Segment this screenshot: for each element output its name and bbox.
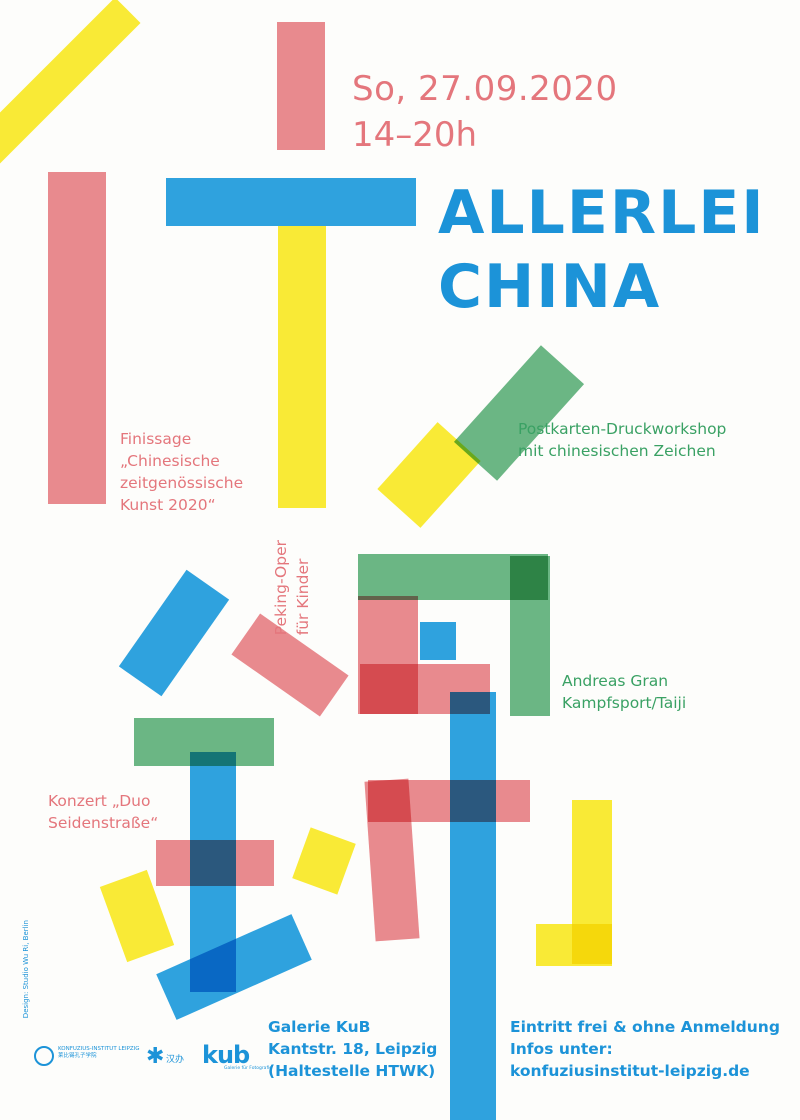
admission-info: Eintritt frei & ohne Anmeldung Infos unt… (510, 1016, 780, 1082)
venue-line: Kantstr. 18, Leipzig (268, 1040, 438, 1058)
program-postkarten: Postkarten-Druckworkshop mit chinesische… (518, 418, 726, 462)
finissage-line: zeitgenössische (120, 474, 244, 492)
info-line: Eintritt frei & ohne Anmeldung (510, 1018, 780, 1036)
pink-top-stroke (277, 22, 325, 150)
hanban-logo-text: 汉办 (166, 1055, 185, 1065)
kub-logo-mark: kub (202, 1041, 250, 1069)
kub-logo-subtitle: Galerie für Fotografie (224, 1066, 273, 1071)
postkarten-line: mit chinesischen Zeichen (518, 442, 716, 460)
event-time: 14–20h (352, 115, 478, 155)
hanban-mark-icon: ✱ (146, 1044, 165, 1069)
venue-line: Galerie KuB (268, 1018, 371, 1036)
finissage-line: „Chinesische (120, 452, 220, 470)
yellow-right-foot-stroke (536, 924, 612, 966)
blue-small-square-stroke (420, 622, 456, 660)
kub-logo: kub Galerie für Fotografie (202, 1041, 272, 1072)
event-title-line1: ALLERLEI (438, 178, 766, 248)
konzert-line: Seidenstraße“ (48, 814, 159, 832)
konfuzius-emblem-icon (34, 1046, 54, 1066)
pink-cross-stroke (156, 840, 274, 886)
peking-line: für Kinder (294, 558, 312, 636)
venue-info: Galerie KuB Kantstr. 18, Leipzig (Haltes… (268, 1016, 437, 1082)
finissage-line: Kunst 2020“ (120, 496, 216, 514)
andreas-line: Kampfsport/Taiji (562, 694, 687, 712)
peking-line: Peking-Oper (272, 540, 290, 636)
design-credit: Design: Studio Wu Ri, Berlin (22, 920, 30, 1019)
event-title-line2: CHINA (438, 252, 662, 322)
andreas-line: Andreas Gran (562, 672, 669, 690)
konfuzius-logo-text: KONFUZIUS-INSTITUT LEIPZIG 莱比锡孔子学院 (58, 1046, 140, 1060)
blue-long-vertical-stroke (450, 692, 496, 1120)
yellow-vertical-stroke (278, 226, 326, 508)
website-link[interactable]: konfuziusinstitut-leipzig.de (510, 1062, 750, 1080)
konfuzius-institut-logo: KONFUZIUS-INSTITUT LEIPZIG 莱比锡孔子学院 (34, 1042, 144, 1072)
event-date: So, 27.09.2020 (352, 69, 618, 109)
konfuzius-logo-line: KONFUZIUS-INSTITUT LEIPZIG (58, 1046, 140, 1052)
hanban-logo: ✱ 汉办 (146, 1044, 186, 1074)
program-andreas-gran: Andreas Gran Kampfsport/Taiji (562, 670, 686, 714)
yellow-corner-stroke (0, 0, 141, 179)
konfuzius-logo-line: 莱比锡孔子学院 (58, 1053, 97, 1059)
venue-line: (Haltestelle HTWK) (268, 1062, 436, 1080)
postkarten-line: Postkarten-Druckworkshop (518, 420, 727, 438)
program-konzert: Konzert „Duo Seidenstraße“ (48, 790, 158, 834)
pink-left-stroke (48, 172, 106, 504)
info-line: Infos unter: (510, 1040, 613, 1058)
program-peking-oper: Peking-Oper für Kinder (270, 540, 314, 635)
blue-tilted-stroke (118, 569, 230, 697)
green-frame-right-stroke (510, 556, 550, 716)
konzert-line: Konzert „Duo (48, 792, 151, 810)
yellow-small-stroke (292, 827, 356, 895)
blue-horizontal-stroke (166, 178, 416, 226)
finissage-line: Finissage (120, 430, 192, 448)
program-finissage: Finissage „Chinesische zeitgenössische K… (120, 428, 243, 516)
